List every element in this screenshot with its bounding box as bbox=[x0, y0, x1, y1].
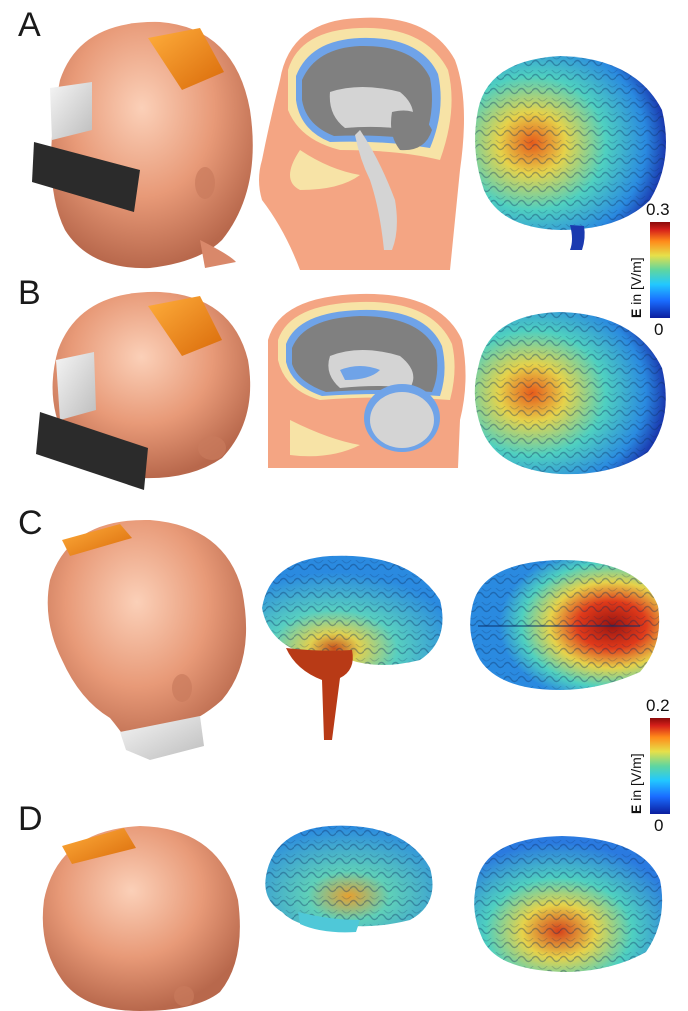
colorbar-c-min: 0 bbox=[654, 816, 663, 836]
row-d bbox=[43, 826, 662, 1011]
brain-field-a bbox=[475, 56, 666, 250]
head-model-c bbox=[48, 520, 246, 755]
colorbar-a-min: 0 bbox=[654, 320, 663, 340]
panel-label-c: C bbox=[18, 504, 43, 543]
colorbar-c-gradient bbox=[650, 718, 670, 814]
brain-inferior-c bbox=[470, 560, 659, 690]
row-c bbox=[48, 520, 659, 760]
electrode-reference-a bbox=[50, 82, 92, 140]
row-a bbox=[32, 18, 666, 270]
electrode-reference-b bbox=[56, 352, 96, 420]
panel-label-b: B bbox=[18, 274, 41, 313]
colorbar-a-unit-label: E in [V/m] bbox=[628, 257, 644, 318]
sagittal-slice-b bbox=[268, 294, 466, 468]
panel-label-d: D bbox=[18, 800, 43, 839]
colorbar-c-max: 0.2 bbox=[646, 696, 670, 716]
row-b bbox=[36, 292, 666, 490]
sagittal-slice-a bbox=[259, 18, 464, 270]
panel-label-a: A bbox=[18, 6, 41, 45]
colorbar-c-unit-label: E in [V/m] bbox=[628, 753, 644, 814]
brain-field-b bbox=[475, 312, 666, 474]
brain-lateral-c bbox=[262, 556, 443, 740]
colorbar-a-max: 0.3 bbox=[646, 200, 670, 220]
brain-inferior-d bbox=[474, 836, 662, 972]
colorbar-a-gradient bbox=[650, 222, 670, 318]
head-model-a bbox=[51, 22, 253, 268]
brain-lateral-d bbox=[265, 826, 432, 933]
